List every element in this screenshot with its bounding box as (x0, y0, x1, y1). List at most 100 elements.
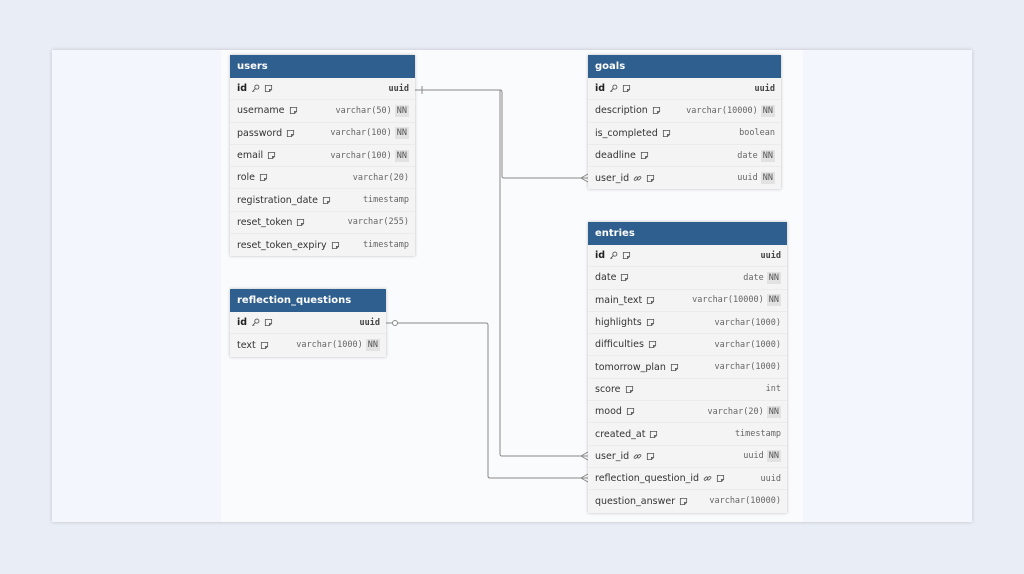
field-name: username (237, 105, 285, 117)
field-name: id (237, 83, 248, 95)
field-type: date (737, 150, 758, 161)
field-name: id (237, 317, 248, 329)
note-icon[interactable] (648, 340, 657, 349)
field-name: created_at (595, 428, 646, 440)
key-icon (252, 318, 260, 327)
field-type: uuid (359, 317, 380, 328)
note-icon[interactable] (286, 129, 295, 138)
note-icon[interactable] (289, 106, 298, 115)
field-type: varchar(1000) (714, 339, 781, 350)
note-icon[interactable] (716, 474, 725, 483)
field-name: score (595, 383, 621, 395)
field-type: timestamp (362, 240, 409, 251)
note-icon[interactable] (646, 174, 655, 183)
not-null-badge: NN (760, 149, 775, 162)
field-type: uuid (760, 250, 781, 261)
field-type: boolean (739, 128, 775, 139)
table-header[interactable]: entries (588, 222, 787, 245)
field-name: registration_date (237, 194, 318, 206)
note-icon[interactable] (267, 151, 276, 160)
table-header[interactable]: reflection_questions (230, 289, 386, 312)
note-icon[interactable] (670, 363, 679, 372)
note-icon[interactable] (296, 218, 305, 227)
note-icon[interactable] (626, 407, 635, 416)
field-row[interactable]: reset_token_expiry timestamp (230, 234, 415, 256)
field-name: user_id (595, 172, 630, 184)
field-name: is_completed (595, 127, 658, 139)
note-icon[interactable] (646, 318, 655, 327)
note-icon[interactable] (622, 84, 631, 93)
not-null-badge: NN (394, 149, 409, 162)
field-name: question_answer (595, 495, 676, 507)
field-type: uuid (743, 451, 764, 462)
field-row[interactable]: question_answer varchar(10000) (588, 490, 787, 512)
field-type: varchar(50) (335, 105, 392, 116)
field-type: timestamp (734, 429, 781, 440)
note-icon[interactable] (259, 173, 268, 182)
field-type: varchar(10000) (709, 496, 781, 507)
field-row[interactable]: is_completed boolean (588, 123, 781, 145)
not-null-badge: NN (760, 104, 775, 117)
note-icon[interactable] (640, 151, 649, 160)
note-icon[interactable] (620, 273, 629, 282)
field-type: varchar(1000) (714, 362, 781, 373)
note-icon[interactable] (646, 452, 655, 461)
field-name: description (595, 105, 648, 117)
note-icon[interactable] (646, 296, 655, 305)
note-icon[interactable] (652, 106, 661, 115)
note-icon[interactable] (264, 318, 273, 327)
field-name: reset_token_expiry (237, 239, 327, 251)
note-icon[interactable] (322, 196, 331, 205)
note-icon[interactable] (649, 430, 658, 439)
link-icon (633, 175, 642, 181)
note-icon[interactable] (264, 84, 273, 93)
field-type: varchar(20) (352, 172, 409, 183)
note-icon[interactable] (662, 129, 671, 138)
field-type: varchar(100) (330, 128, 392, 139)
not-null-badge: NN (365, 339, 380, 352)
not-null-badge: NN (394, 127, 409, 140)
table-header[interactable]: goals (588, 55, 781, 78)
not-null-badge: NN (766, 294, 781, 307)
not-null-badge: NN (766, 450, 781, 463)
key-icon (610, 84, 618, 93)
note-icon[interactable] (331, 241, 340, 250)
field-name: highlights (595, 317, 642, 329)
note-icon[interactable] (679, 497, 688, 506)
field-row[interactable]: id uuid (230, 312, 386, 335)
note-icon[interactable] (260, 341, 269, 350)
field-row[interactable]: created_at timestamp (588, 423, 787, 446)
note-icon[interactable] (622, 251, 631, 260)
not-null-badge: NN (760, 172, 775, 185)
table-header[interactable]: users (230, 55, 415, 78)
field-name: user_id (595, 450, 630, 462)
field-name: date (595, 272, 617, 284)
note-icon[interactable] (625, 385, 634, 394)
